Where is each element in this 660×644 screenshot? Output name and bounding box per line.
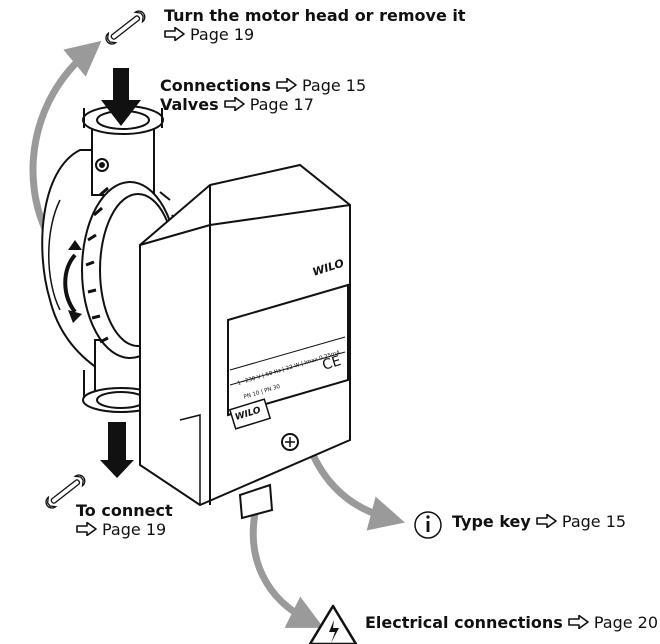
page-arrow-icon (164, 27, 185, 41)
outlet-flow-arrow (100, 422, 134, 478)
connections-label: Connections Page 15 Valves Page 17 (160, 76, 366, 114)
rotate-callout-arrow (29, 40, 102, 237)
inlet-flow-arrow (101, 68, 141, 126)
wrench-icon (105, 10, 146, 45)
page-arrow-icon (568, 615, 589, 629)
valves-title: Valves (160, 95, 219, 114)
connections-title: Connections (160, 76, 271, 95)
motor-head (139, 163, 351, 520)
rotation-arrow (63, 253, 77, 314)
page-arrow-icon (76, 522, 97, 536)
motor-head-title: Turn the motor head or remove it (164, 6, 466, 25)
page-arrow-icon (223, 97, 245, 111)
page-arrow-icon (276, 78, 297, 92)
wrench-icon (45, 474, 86, 509)
type-key-title: Type key (452, 512, 531, 531)
info-icon (414, 511, 442, 539)
to-connect-label: To connect Page 19 (76, 501, 173, 539)
type-key-label: Type key Page 15 (452, 512, 626, 531)
motor-head-page[interactable]: Page 19 (190, 25, 255, 44)
connections-page[interactable]: Page 15 (301, 76, 367, 95)
electrical-page[interactable]: Page 20 (593, 613, 659, 632)
valves-page[interactable]: Page 17 (249, 95, 314, 114)
electrical-callout-arrow (249, 507, 324, 628)
to-connect-page[interactable]: Page 19 (102, 520, 167, 539)
to-connect-title: To connect (76, 501, 173, 520)
page-arrow-icon (536, 514, 557, 528)
electrical-label: Electrical connections Page 20 (365, 613, 658, 632)
electrical-title: Electrical connections (365, 613, 563, 632)
type-key-page[interactable]: Page 15 (561, 512, 627, 531)
ce-mark: CE (320, 353, 342, 374)
electrical-warning-icon (308, 604, 358, 644)
motor-head-label: Turn the motor head or remove it Page 19 (164, 6, 466, 44)
